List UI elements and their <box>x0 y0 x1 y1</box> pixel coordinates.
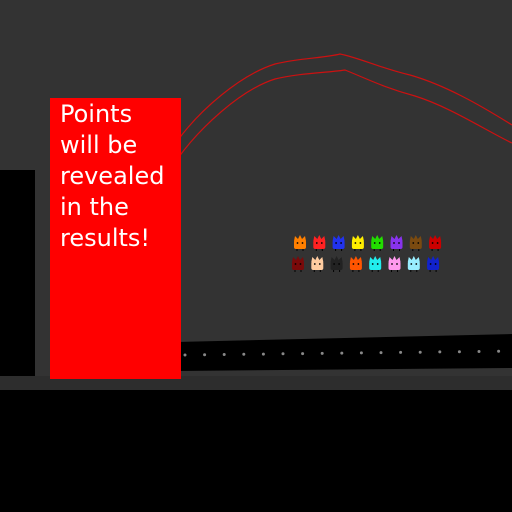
contestant-character <box>313 235 326 251</box>
contestant-character <box>332 235 345 251</box>
track-dot <box>301 352 305 356</box>
track-dot <box>222 353 226 356</box>
track-dot <box>379 351 383 355</box>
track <box>176 334 512 371</box>
contestant-character <box>311 256 324 272</box>
points-sign-text: Points will be revealed in the results! <box>60 100 165 252</box>
contestant-character <box>351 235 364 251</box>
track-dots <box>183 349 501 357</box>
points-sign: Points will be revealed in the results! <box>50 98 181 379</box>
track-dot <box>457 350 461 354</box>
track-dot <box>340 351 344 355</box>
track-dot <box>477 350 481 353</box>
left-wall <box>0 170 35 376</box>
contestant-character <box>409 235 422 251</box>
floor-stripe <box>0 376 512 390</box>
contestant-character <box>371 235 384 251</box>
track-dot <box>418 350 422 354</box>
track-dot <box>242 352 246 356</box>
contestant-character <box>369 256 382 272</box>
contestant-character <box>294 235 306 251</box>
contestant-character <box>349 256 362 272</box>
contestant-character <box>390 235 403 251</box>
track-dot <box>320 351 324 355</box>
track-dot <box>497 349 501 353</box>
contestant-character <box>330 256 343 272</box>
track-dot <box>281 352 285 356</box>
contestant-group <box>292 235 442 272</box>
track-dot <box>359 351 363 355</box>
contestant-character <box>427 256 440 272</box>
ground <box>0 390 512 512</box>
contestant-character <box>388 256 401 272</box>
contestant-character <box>292 256 304 272</box>
track-dot <box>261 352 265 356</box>
contestant-character <box>429 235 442 251</box>
track-dot <box>183 353 187 357</box>
trail-line-lower <box>177 69 512 159</box>
track-dot <box>438 350 442 354</box>
trail-line-upper <box>177 53 512 141</box>
track-dot <box>203 353 207 357</box>
track-dot <box>399 350 403 354</box>
contestant-character <box>407 256 420 272</box>
